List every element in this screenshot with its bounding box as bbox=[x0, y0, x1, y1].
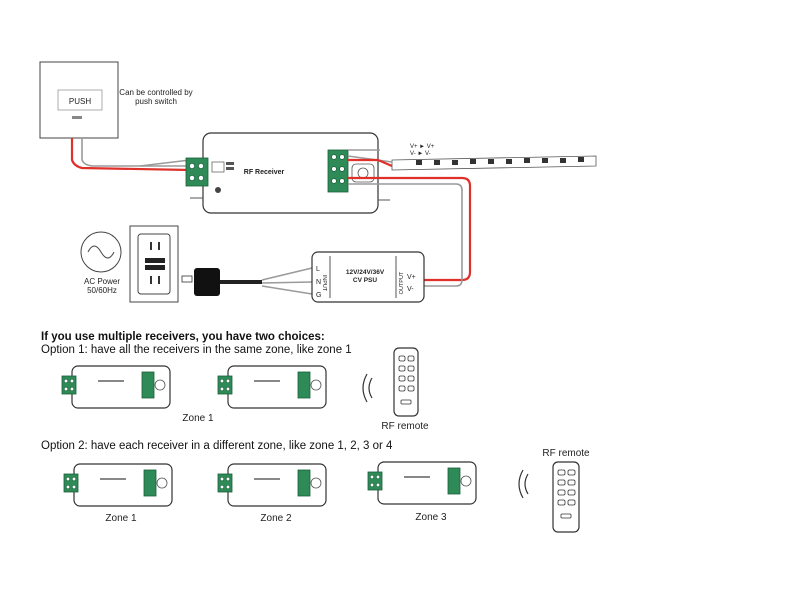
strip-label-vminus: V- ► V- bbox=[410, 151, 431, 157]
option2-zone1-label: Zone 1 bbox=[105, 513, 137, 524]
psu-line1: 12V/24V/36V bbox=[346, 269, 385, 276]
push-switch: PUSH bbox=[39, 61, 119, 139]
rf-receiver-main: RF Receiver bbox=[185, 132, 390, 214]
power-plug bbox=[181, 268, 220, 296]
push-label: PUSH bbox=[69, 97, 91, 106]
option2-receiver-zone2 bbox=[217, 463, 327, 507]
rf-remote-option2 bbox=[552, 461, 580, 533]
signal-waves-icon bbox=[518, 469, 529, 499]
option1-remote-label: RF remote bbox=[381, 421, 429, 432]
signal-waves-icon bbox=[362, 373, 373, 403]
option2-zone2-label: Zone 2 bbox=[260, 513, 292, 524]
psu-pin-vminus: V- bbox=[407, 286, 414, 293]
rf-remote-option1 bbox=[393, 347, 419, 417]
psu-pin-vplus: V+ bbox=[407, 274, 416, 281]
push-note-line1: Can be controlled by bbox=[119, 88, 192, 97]
option1-zone-label: Zone 1 bbox=[182, 413, 214, 424]
ac-power-line1: AC Power bbox=[84, 277, 120, 286]
multi-receivers-title: If you use multiple receivers, you have … bbox=[41, 331, 325, 343]
cv-psu: 12V/24V/36V CV PSU INPUT OUTPUT L N G V+… bbox=[311, 251, 425, 303]
option2-remote-label: RF remote bbox=[542, 448, 590, 459]
wall-outlet bbox=[129, 225, 179, 303]
psu-pin-n: N bbox=[316, 279, 321, 286]
push-wire-red bbox=[70, 138, 191, 172]
push-note-line2: push switch bbox=[135, 97, 177, 106]
option1-receiver-a bbox=[61, 365, 171, 409]
receiver-label: RF Receiver bbox=[244, 169, 285, 176]
led-strip: V+ ► V+ V- ► V- bbox=[391, 144, 597, 171]
option2-receiver-zone1 bbox=[63, 463, 173, 507]
psu-pin-l: L bbox=[316, 266, 320, 273]
option1-receiver-b bbox=[217, 365, 327, 409]
option2-zone3-label: Zone 3 bbox=[415, 512, 447, 523]
option1-description: Option 1: have all the receivers in the … bbox=[41, 344, 352, 356]
strip-label-vplus: V+ ► V+ bbox=[410, 144, 435, 150]
psu-to-receiver-gray bbox=[348, 183, 463, 287]
ac-power-source: AC Power 50/60Hz bbox=[80, 231, 122, 295]
option2-description: Option 2: have each receiver in a differ… bbox=[41, 440, 393, 452]
ac-power-line2: 50/60Hz bbox=[87, 286, 117, 295]
psu-input-label: INPUT bbox=[321, 275, 327, 292]
push-wire-gray bbox=[81, 138, 190, 167]
psu-pin-g: G bbox=[316, 292, 321, 299]
psu-to-receiver-red bbox=[348, 176, 472, 282]
psu-output-label: OUTPUT bbox=[399, 271, 405, 294]
option2-receiver-zone3 bbox=[367, 461, 477, 505]
psu-line2: CV PSU bbox=[353, 277, 378, 284]
